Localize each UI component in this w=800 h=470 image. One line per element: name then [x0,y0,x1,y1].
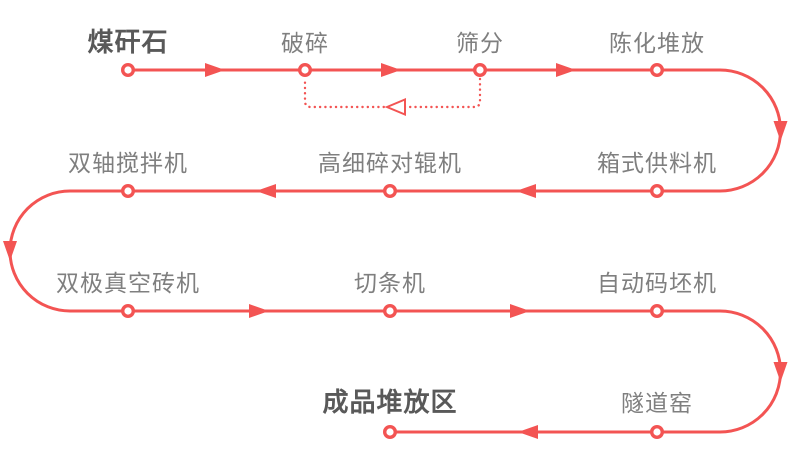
arrow-right-icon [510,304,530,318]
node-aging-stockpile [650,62,665,77]
label-finished-stockyard: 成品堆放区 [322,387,458,418]
arrow-right-icon [205,63,225,77]
arrow-down-icon [3,241,17,261]
feedback-path [303,77,482,109]
node-tunnel-kiln [650,425,665,440]
flow-arrows [3,63,788,439]
arrow-right-icon [381,63,401,77]
node-screening [473,62,488,77]
arrow-down-icon [773,362,788,382]
node-twin-shaft-mixer [120,183,135,198]
label-vacuum-brick-machine: 双极真空砖机 [56,269,200,296]
arrow-left-icon [518,425,538,439]
arrow-down-icon [773,121,788,141]
flow-nodes [120,62,665,440]
node-fine-roller-crusher [383,183,398,198]
node-auto-stacker [650,304,665,319]
arrow-right-icon [556,63,576,77]
arrow-left-icon [256,184,276,198]
arrow-right-icon [249,304,269,318]
node-crushing [298,62,313,77]
feedback-arrow-icon [384,98,406,116]
node-vacuum-brick-machine [120,304,135,319]
flow-path [8,68,783,434]
label-twin-shaft-mixer: 双轴搅拌机 [68,149,188,176]
label-aging-stockpile: 陈化堆放 [609,29,705,56]
arrow-left-icon [516,184,536,198]
node-box-feeder [650,183,665,198]
label-tunnel-kiln: 隧道窑 [621,389,693,416]
label-strip-cutter: 切条机 [354,269,426,296]
label-coal-gangue: 煤矸石 [87,27,169,58]
label-screening: 筛分 [456,29,504,56]
label-auto-stacker: 自动码坯机 [597,269,717,296]
label-crushing: 破碎 [281,29,329,56]
label-fine-roller-crusher: 高细碎对辊机 [318,149,462,176]
node-strip-cutter [383,304,398,319]
node-coal-gangue [120,62,135,77]
node-finished-stockyard [383,425,398,440]
label-box-feeder: 箱式供料机 [597,149,717,176]
